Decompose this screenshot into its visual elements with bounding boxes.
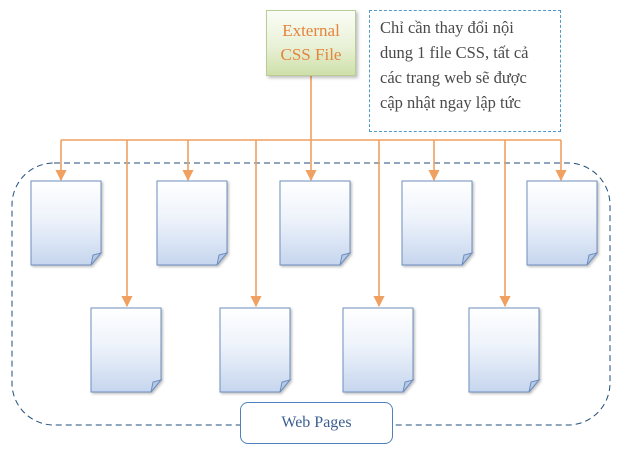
web-page-documents (30, 180, 598, 393)
page-fold (216, 252, 229, 266)
web-page-document (526, 180, 598, 266)
web-page-document (219, 307, 291, 393)
web-page-document (401, 180, 473, 266)
web-page-document (342, 307, 414, 393)
note-line: Chỉ cần thay đổi nội (380, 18, 514, 37)
note-line: cập nhật ngay lập tức (380, 93, 521, 112)
page-corner-folds (90, 252, 599, 393)
web-pages-label-text: Web Pages (281, 414, 352, 431)
web-page-document (156, 180, 228, 266)
page-fold (339, 252, 352, 266)
note-line: dung 1 file CSS, tất cả (380, 43, 529, 62)
external-css-file-node: External CSS File (266, 10, 356, 76)
web-page-document (279, 180, 351, 266)
explanation-note: Chỉ cần thay đổi nội dung 1 file CSS, tấ… (369, 10, 561, 132)
page-fold (150, 379, 163, 393)
web-page-document (468, 307, 540, 393)
page-fold (586, 252, 599, 266)
css-file-label-line1: External (282, 21, 340, 40)
page-fold (90, 252, 103, 266)
page-fold (461, 252, 474, 266)
web-page-document (30, 180, 102, 266)
css-file-label-line2: CSS File (280, 45, 342, 64)
page-fold (279, 379, 292, 393)
web-pages-label: Web Pages (240, 402, 393, 444)
page-fold (402, 379, 415, 393)
connectors (55, 76, 567, 308)
note-line: các trang web sẽ được (380, 68, 527, 87)
web-page-document (90, 307, 162, 393)
page-fold (528, 379, 541, 393)
